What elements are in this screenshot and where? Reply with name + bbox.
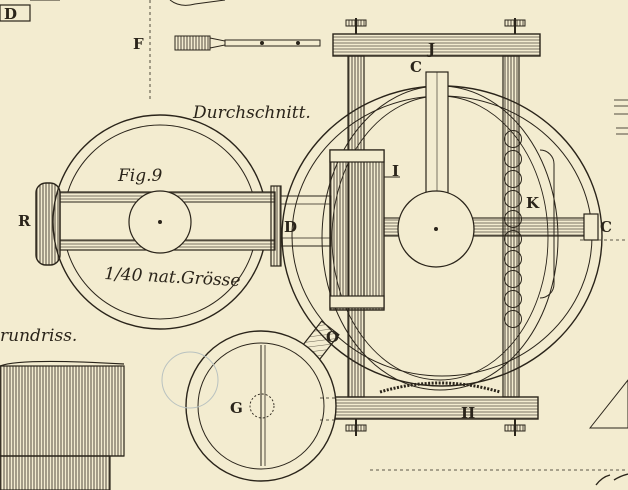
label-fig9: Fig.9: [117, 166, 163, 186]
label-h: H: [461, 404, 475, 422]
construction-lines: [329, 250, 628, 471]
label-d: D: [284, 218, 297, 236]
hopper-g: [185, 320, 340, 482]
label-grundriss: rundriss.: [0, 326, 77, 346]
label-durchschnitt: Durchschnitt.: [192, 103, 311, 123]
rod-f: [174, 35, 321, 51]
label-i: I: [392, 162, 399, 180]
label-c-top: C: [410, 58, 422, 76]
main-section-drawing: [281, 18, 603, 436]
grundriss-drawing: [0, 360, 125, 490]
label-d-top: D: [4, 5, 17, 23]
label-k: K: [526, 194, 540, 212]
label-f: F: [133, 35, 144, 53]
label-r: R: [18, 212, 31, 230]
faint-stamp-circle: [161, 351, 219, 409]
label-c-right: C: [600, 218, 612, 236]
label-j: J: [426, 40, 435, 58]
right-edge-fragments: [580, 99, 628, 486]
label-o: O: [326, 328, 339, 346]
top-left-fragment: [0, 0, 226, 100]
wheel-fig9: [35, 114, 332, 330]
label-g: G: [230, 399, 243, 417]
